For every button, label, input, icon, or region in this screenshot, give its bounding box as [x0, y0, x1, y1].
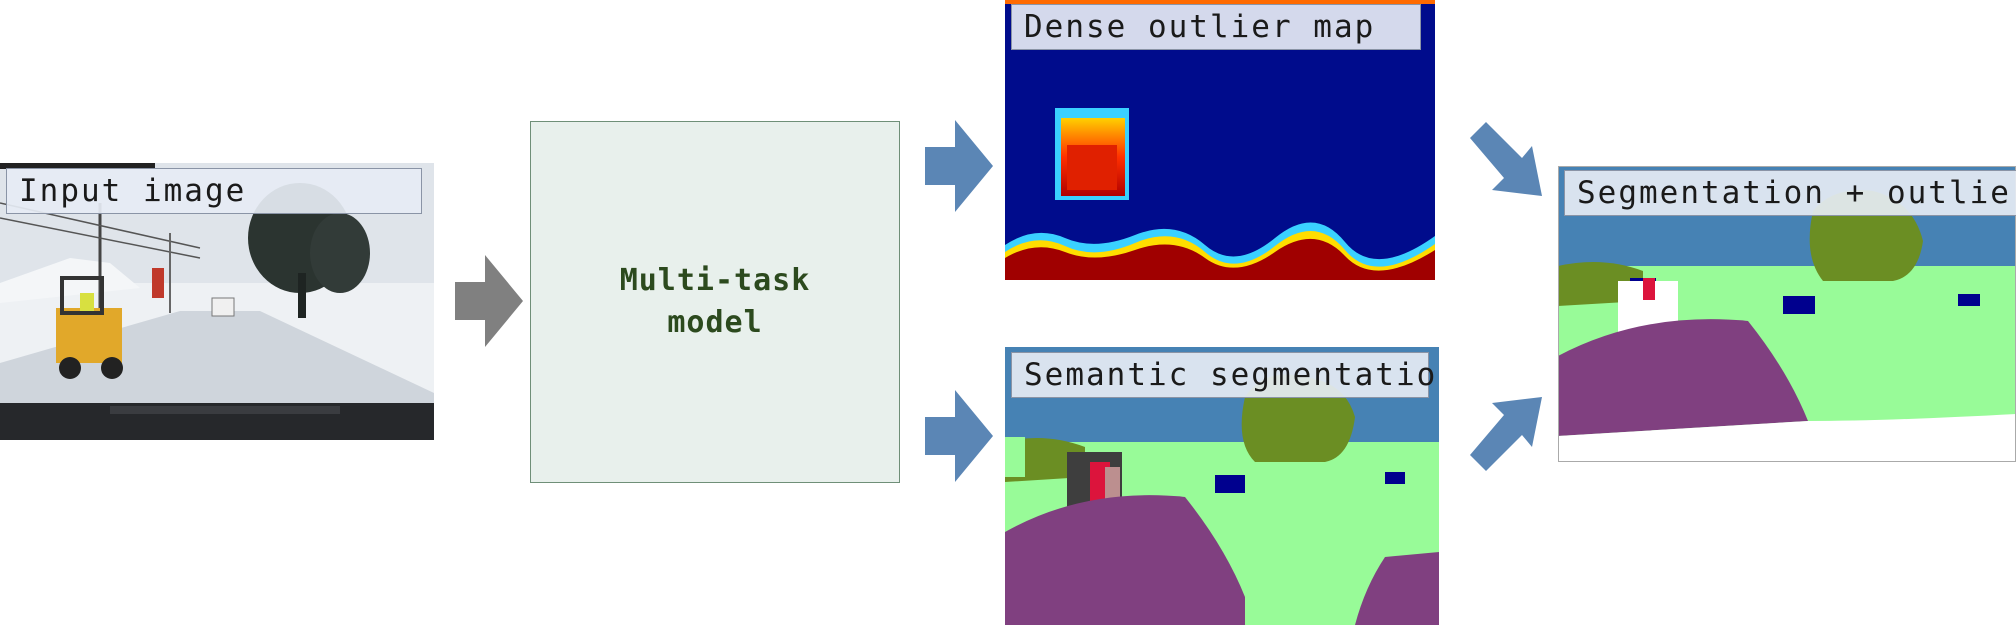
- semantic-segmentation: Semantic segmentation: [1005, 347, 1439, 625]
- arrow-right-icon: [925, 390, 993, 482]
- segmentation-with-outliers: Segmentation + outliers: [1558, 166, 2016, 462]
- segmentation-label: Semantic segmentation: [1011, 352, 1439, 398]
- multi-task-model-box: Multi-task model: [530, 121, 900, 483]
- arrow-right-icon: [925, 120, 993, 212]
- arrow-right-icon: [455, 255, 523, 347]
- model-label: Multi-task model: [619, 263, 811, 340]
- combined-label: Segmentation + outliers: [1564, 170, 2016, 216]
- outlier-map-label: Dense outlier map: [1011, 4, 1421, 50]
- input-image: Input image: [0, 163, 434, 440]
- input-image-label: Input image: [6, 168, 422, 214]
- arrow-diagonal-up-icon: [1470, 397, 1542, 471]
- dense-outlier-map: Dense outlier map: [1005, 0, 1435, 280]
- arrow-diagonal-down-icon: [1470, 122, 1542, 196]
